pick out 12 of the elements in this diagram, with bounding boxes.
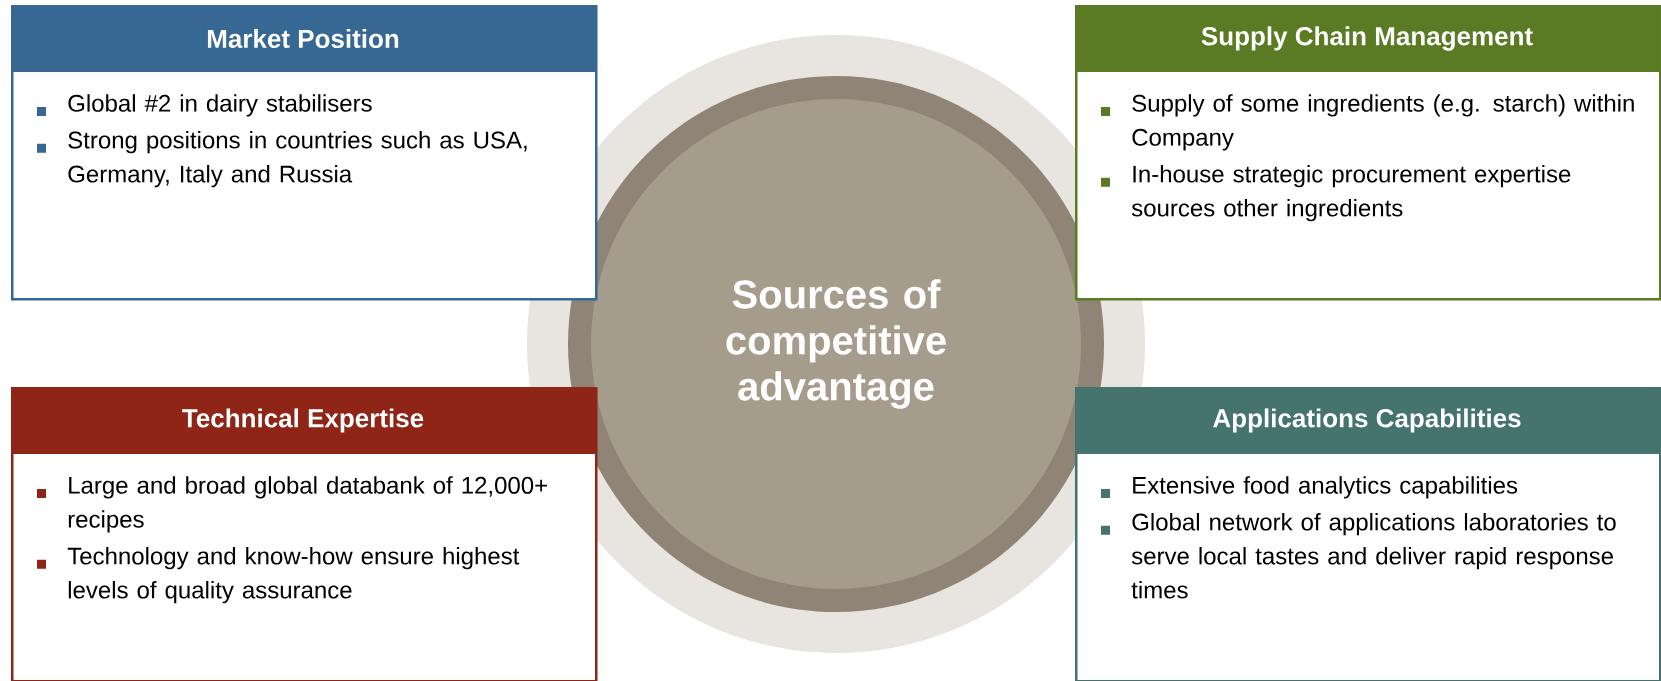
bullet-text: Supply of some ingredients (e.g. starch) within Company bbox=[1132, 94, 1634, 151]
bullet-text: Technology and know-how ensure highest levels of quality assurance bbox=[67, 546, 520, 604]
bullet-text: Extensive food analytics capabilities bbox=[1133, 476, 1518, 499]
bullet-text: Large and broad global databank of 12,000+ recipes bbox=[68, 476, 547, 533]
bullet-text: Global network of applications laboratories to serve local tastes and deliver rapid response times bbox=[1131, 512, 1616, 599]
panel-header: Supply Chain Management bbox=[1075, 5, 1659, 72]
bullet-text: Global #2 in dairy stabilisers bbox=[68, 94, 372, 117]
bullet-text: In-house strategic procurement expertise sources other ingredients bbox=[1131, 164, 1571, 222]
panel-header: Technical Expertise bbox=[11, 387, 595, 454]
panel-header: Market Position bbox=[11, 5, 595, 72]
bullet-text: Strong positions in countries such as USA, Germany, Italy and Russia bbox=[68, 130, 527, 188]
panel-header: Applications Capabilities bbox=[1075, 387, 1659, 454]
